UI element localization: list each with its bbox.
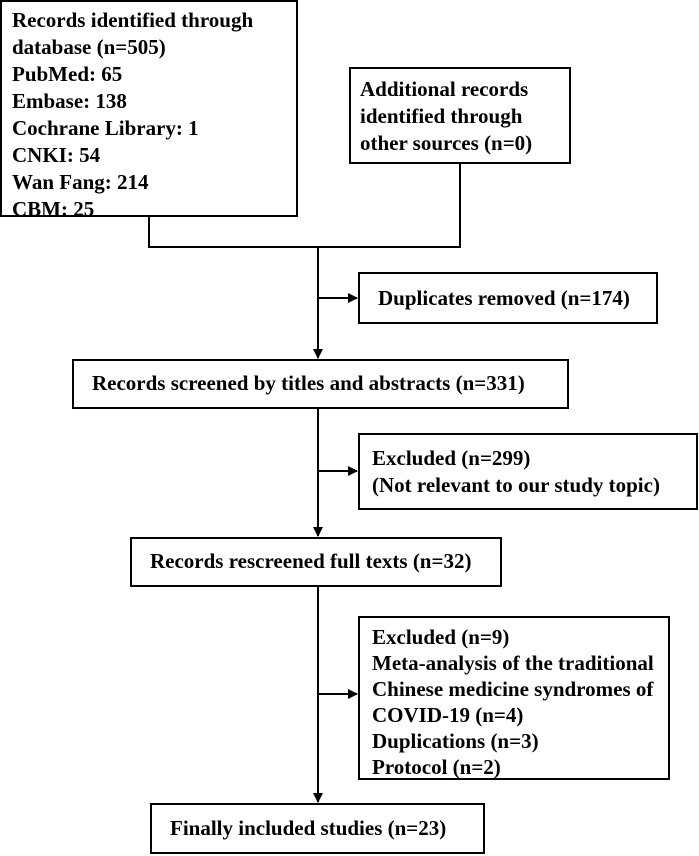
included-text: Finally included studies (n=23) <box>170 816 447 840</box>
other-sources-line: other sources (n=0) <box>360 131 533 155</box>
database-source-pubmed: PubMed: 65 <box>12 62 123 86</box>
included-box <box>150 803 485 854</box>
database-source-cbm: CBM: 25 <box>12 197 95 221</box>
other-sources-line: identified through <box>360 104 523 128</box>
database-source-embase: Embase: 138 <box>12 89 127 113</box>
database-source-cochrane: Cochrane Library: 1 <box>12 116 199 140</box>
duplicates-removed-box <box>358 272 658 324</box>
database-records-box <box>0 0 298 217</box>
excluded-full-text-reason: Duplications (n=3) <box>372 729 539 753</box>
excluded-screening-reason: (Not relevant to our study topic) <box>372 473 660 497</box>
excluded-full-text-reason: Chinese medicine syndromes of <box>372 677 654 701</box>
excluded-full-text-count: Excluded (n=9) <box>372 625 510 649</box>
database-records-line: database (n=505) <box>12 35 166 59</box>
excluded-full-text-reason: Protocol (n=2) <box>372 755 501 779</box>
screened-box <box>72 359 569 409</box>
database-records-line: Records identified through <box>12 8 254 32</box>
database-source-wanfang: Wan Fang: 214 <box>12 170 149 194</box>
excluded-screening-count: Excluded (n=299) <box>372 446 531 470</box>
other-sources-line: Additional records <box>360 77 529 101</box>
duplicates-removed-text: Duplicates removed (n=174) <box>378 286 630 310</box>
database-source-cnki: CNKI: 54 <box>12 143 101 167</box>
other-sources-box <box>349 67 571 164</box>
full-text-box <box>130 537 502 587</box>
excluded-full-text-reason: Meta-analysis of the traditional <box>372 651 654 675</box>
excluded-full-text-reason: COVID-19 (n=4) <box>372 703 524 727</box>
screened-text: Records screened by titles and abstracts… <box>92 371 525 395</box>
excluded-full-text-box <box>358 616 670 780</box>
excluded-screening-box <box>358 433 698 510</box>
full-text-text: Records rescreened full texts (n=32) <box>150 549 472 573</box>
